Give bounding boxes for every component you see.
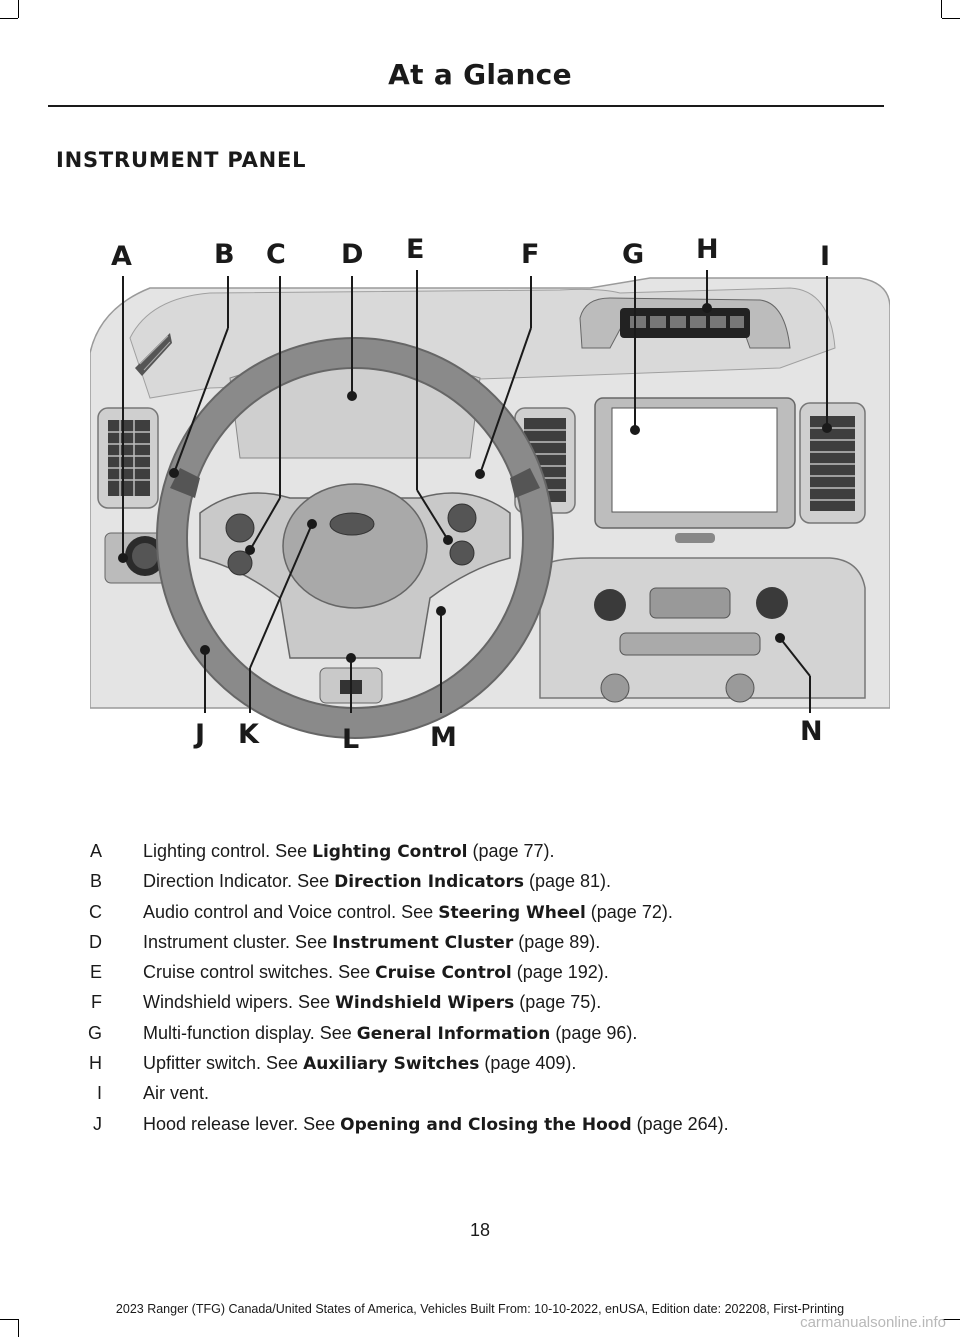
- right-air-vent: [799, 402, 866, 524]
- callout-k: K: [238, 719, 260, 750]
- legend-letter: C: [89, 901, 102, 922]
- cross-reference-link[interactable]: Cruise Control: [375, 963, 512, 984]
- legend-item-h: H Upfitter switch. See Auxiliary Switche…: [0, 1050, 960, 1080]
- page-number: 18: [469, 1220, 491, 1240]
- legend-letter: G: [87, 1022, 102, 1043]
- callout-f: F: [521, 239, 539, 270]
- instrument-panel-illustration: A B C D E F G H I J K L M N: [90, 228, 890, 758]
- cross-reference-link[interactable]: Lighting Control: [312, 842, 468, 862]
- crop-mark: [942, 18, 960, 19]
- crop-mark: [0, 1319, 18, 1320]
- cross-reference-link[interactable]: Instrument Cluster: [332, 932, 514, 953]
- cross-reference-link[interactable]: Direction Indicators: [334, 872, 524, 893]
- cross-reference-link[interactable]: Auxiliary Switches: [303, 1054, 480, 1075]
- legend-item-d: D Instrument cluster. See Instrument Clu…: [0, 929, 960, 959]
- legend-letter: I: [96, 1083, 102, 1104]
- cross-reference-link[interactable]: Opening and Closing the Hood: [340, 1114, 632, 1135]
- callout-l: L: [342, 724, 359, 755]
- cross-reference-link[interactable]: General Information: [356, 1023, 551, 1044]
- crop-mark: [942, 1319, 960, 1320]
- crop-mark: [18, 1319, 19, 1337]
- cross-reference-link[interactable]: Steering Wheel: [438, 902, 586, 923]
- center-stack-controls: [539, 557, 866, 703]
- callout-m: M: [430, 722, 457, 753]
- legend-letter: D: [89, 931, 102, 952]
- crop-mark: [18, 0, 19, 18]
- upfitter-switch-module: [579, 297, 791, 349]
- section-title: INSTRUMENT PANEL: [56, 148, 307, 172]
- callout-c: C: [266, 239, 286, 270]
- left-top-vent: [135, 333, 172, 376]
- callout-g: G: [622, 239, 644, 270]
- legend-letter: H: [89, 1053, 102, 1074]
- callout-d: D: [341, 239, 363, 270]
- legend-item-c: C Audio control and Voice control. See S…: [0, 899, 960, 929]
- callout-b: B: [214, 239, 235, 270]
- legend-list: A Lighting control. See Lighting Control…: [0, 838, 960, 1141]
- left-side-vent: [97, 407, 159, 509]
- header-divider: [48, 105, 884, 107]
- crop-mark: [941, 0, 942, 18]
- legend-letter: F: [91, 992, 102, 1013]
- callout-a: A: [111, 241, 132, 272]
- callout-h: H: [696, 234, 719, 265]
- legend-item-a: A Lighting control. See Lighting Control…: [0, 838, 960, 868]
- legend-item-j: J Hood release lever. See Opening and Cl…: [0, 1111, 960, 1141]
- legend-item-b: B Direction Indicator. See Direction Ind…: [0, 868, 960, 898]
- legend-letter: J: [93, 1113, 102, 1134]
- crop-mark: [0, 18, 18, 19]
- cross-reference-link[interactable]: Windshield Wipers: [335, 993, 515, 1014]
- legend-item-i: I Air vent.: [0, 1080, 960, 1110]
- callout-j: J: [193, 719, 205, 750]
- watermark: carmanualsonline.info: [800, 1314, 946, 1331]
- legend-letter: E: [89, 962, 102, 983]
- multi-function-display: [594, 397, 796, 543]
- page-header-title: At a Glance: [388, 58, 572, 91]
- callout-e: E: [406, 234, 424, 265]
- callout-i: I: [820, 241, 830, 272]
- callout-n: N: [800, 716, 823, 747]
- legend-item-f: F Windshield wipers. See Windshield Wipe…: [0, 989, 960, 1019]
- lighting-control-knob: [104, 532, 176, 584]
- legend-item-e: E Cruise control switches. See Cruise Co…: [0, 959, 960, 989]
- page-footer: 2023 Ranger (TFG) Canada/United States o…: [115, 1302, 845, 1316]
- legend-letter: A: [89, 841, 102, 861]
- legend-item-g: G Multi-function display. See General In…: [0, 1020, 960, 1050]
- legend-letter: B: [89, 871, 102, 892]
